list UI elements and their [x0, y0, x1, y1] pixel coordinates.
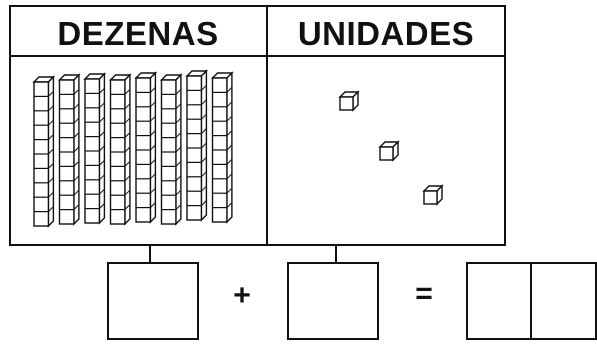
unit-cube: [422, 184, 444, 206]
units-header: UNIDADES: [298, 15, 474, 52]
plus-sign: +: [233, 279, 251, 312]
equals-sign: =: [415, 277, 433, 310]
ten-rod: [32, 75, 56, 228]
result-units-digit-box[interactable]: [532, 264, 595, 338]
units-answer-box[interactable]: [287, 262, 379, 340]
unit-cube: [338, 90, 360, 112]
ten-rod: [159, 73, 183, 226]
ten-rod: [134, 71, 158, 224]
tens-header: DEZENAS: [57, 15, 218, 52]
unit-cube: [378, 140, 400, 162]
ten-rod: [83, 72, 107, 225]
ten-rod: [185, 69, 209, 222]
tens-answer-box[interactable]: [107, 262, 199, 340]
header-row: [9, 5, 506, 57]
result-tens-digit-box[interactable]: [468, 264, 531, 338]
ten-rod: [210, 71, 234, 224]
blocks-panel: [9, 55, 506, 246]
ten-rod: [108, 73, 132, 226]
unit-cubes: [338, 90, 444, 206]
ten-rod: [57, 73, 81, 226]
tens-rods: [32, 69, 234, 228]
